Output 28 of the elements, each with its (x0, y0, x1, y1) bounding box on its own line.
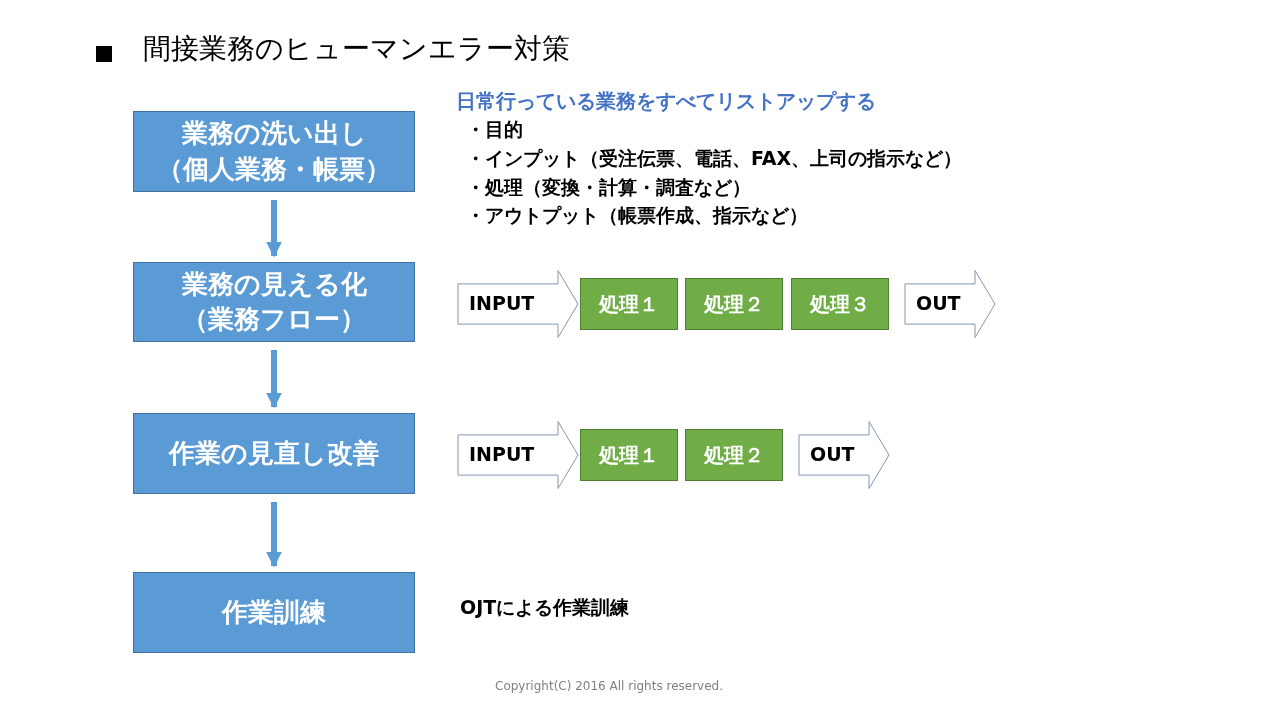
edge-label: OUT (916, 292, 961, 314)
process-box: 処理３ (791, 278, 889, 330)
step-box: 作業の見直し改善 (133, 413, 415, 494)
list-item: ・目的 (466, 117, 523, 142)
block-arrow (457, 421, 579, 489)
block-arrow (904, 270, 996, 338)
edge-label: INPUT (469, 292, 535, 314)
arrow (266, 502, 282, 568)
step-box: 業務の洗い出し（個人業務・帳票） (133, 111, 415, 192)
step-box: 作業訓練 (133, 572, 415, 653)
step-box: 業務の見える化（業務フロー） (133, 262, 415, 342)
process-box: 処理１ (580, 429, 678, 481)
edge-label: INPUT (469, 443, 535, 465)
block-arrow (798, 421, 890, 489)
process-box: 処理２ (685, 429, 783, 481)
edge-label: OUT (810, 443, 855, 465)
list-item: ・アウトプット（帳票作成、指示など） (466, 203, 808, 228)
list-item: ・処理（変換・計算・調査など） (466, 175, 751, 200)
arrow (266, 200, 282, 258)
list-heading: 日常行っている業務をすべてリストアップする (456, 88, 876, 115)
note-text: OJTによる作業訓練 (460, 595, 630, 620)
arrow (266, 350, 282, 409)
block-arrow (457, 270, 579, 338)
process-box: 処理１ (580, 278, 678, 330)
copyright-text: Copyright(C) 2016 All rights reserved. (495, 679, 724, 693)
list-item: ・インプット（受注伝票、電話、FAX、上司の指示など） (466, 146, 963, 171)
title: 間接業務のヒューマンエラー対策 (143, 31, 570, 67)
process-box: 処理２ (685, 278, 783, 330)
